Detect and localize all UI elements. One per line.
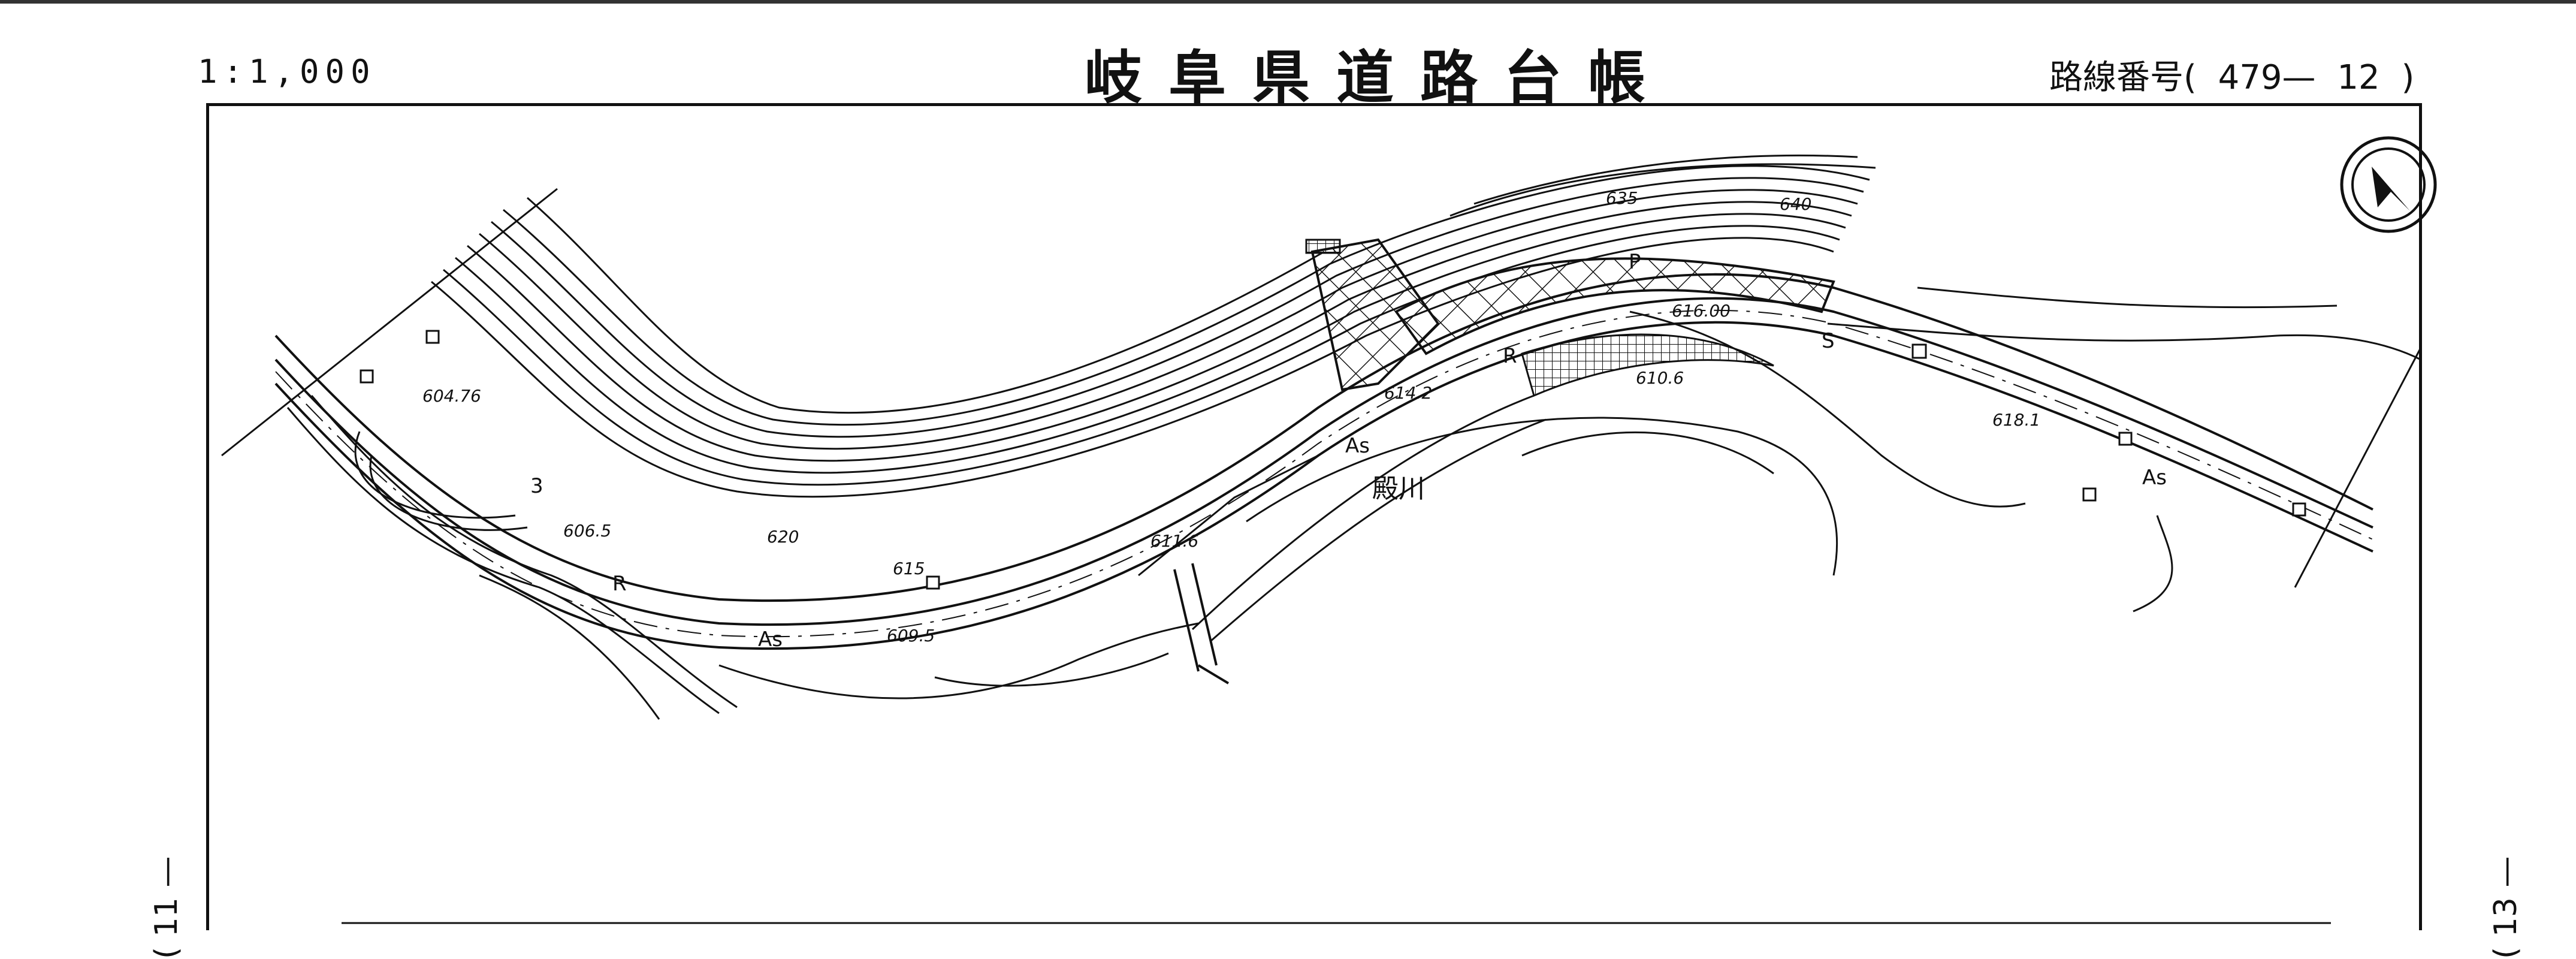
road-lines [274,273,2373,650]
surface-as-3: As [2142,466,2167,490]
elev-6106: 610.6 [1636,368,1684,388]
marker-3: 3 [530,474,543,498]
map-labels: 604.76 606.5 609.5 611.6 614.2 616.00 61… [422,188,2167,652]
route-number: 路線番号( 479— 12 ) [2049,50,2425,99]
map-frame [206,103,2422,930]
elev-604: 604.76 [422,386,481,406]
elev-6065: 606.5 [563,521,611,541]
retaining-walls [1305,238,1835,397]
bridge [1173,563,1230,684]
elev-6116: 611.6 [1150,531,1198,551]
marker-r-2: R [1503,344,1517,368]
surface-as-1: As [758,628,783,652]
map-scale: 1:1,000 [198,53,376,91]
route-suffix: ) [2401,58,2415,97]
boundary-markers [360,330,2306,590]
marker-s: S [1822,329,1835,353]
surface-as-2: As [1345,434,1370,458]
north-arrow-icon [2340,136,2437,233]
contour-615: 615 [893,559,925,578]
road-centerline [275,309,2373,638]
elev-61600: 616.00 [1672,301,1731,321]
river-lines [1138,394,1547,643]
route-number-value: 479— [2218,58,2316,97]
elev-6181: 618.1 [1992,410,2040,430]
elev-6095: 609.5 [887,626,935,646]
contour-620: 620 [767,527,799,547]
contour-635: 635 [1606,188,1638,208]
contour-lines [221,154,2422,720]
page-top-border [0,0,2576,4]
marker-p: P [1629,250,1641,274]
contour-640: 640 [1780,194,1811,214]
sheet-number: 12 [2337,58,2380,97]
elev-6142: 614.2 [1384,383,1432,403]
page-title: 岐阜県道路台帳 [1085,44,1672,111]
route-prefix: 路線番号( [2049,58,2197,97]
river-name: 殿川 [1372,474,1425,504]
marker-r-1: R [612,572,627,596]
